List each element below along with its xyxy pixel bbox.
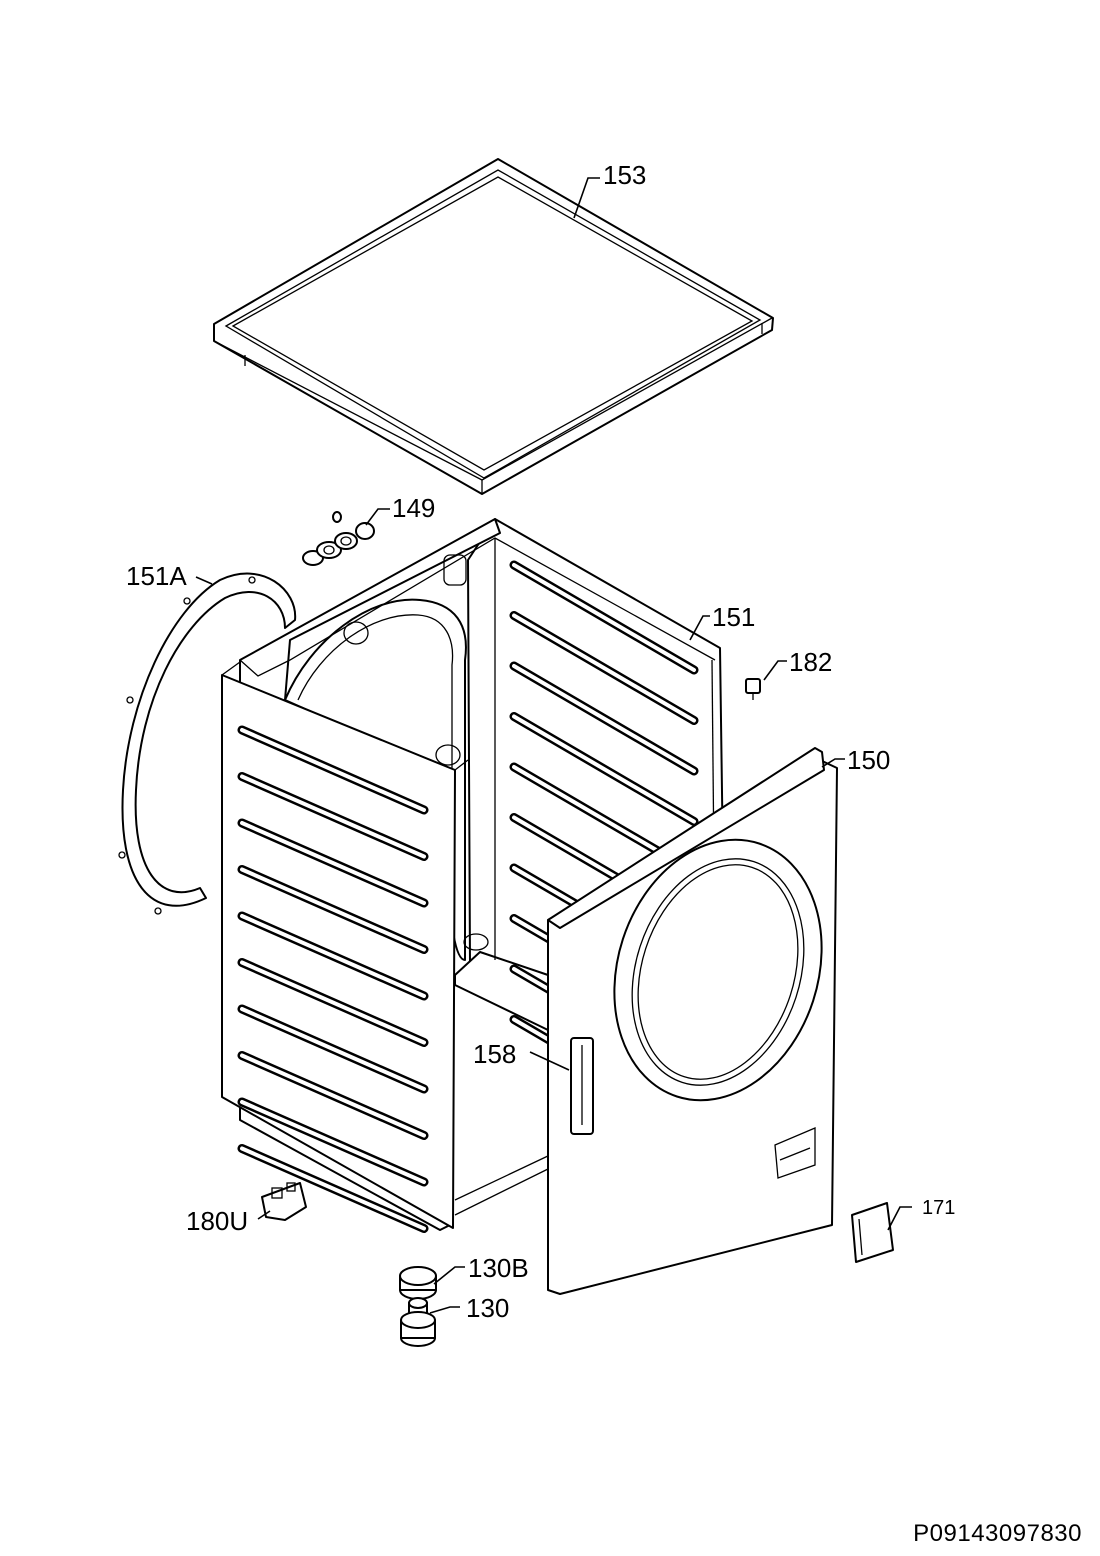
door-gasket-part-151A [118,572,297,915]
label-153: 153 [603,160,647,190]
panel-rib-inner [240,728,426,812]
panel-rib-inner [240,867,426,952]
left-panel-ribs [237,725,429,1233]
left-side-panel [221,661,469,1233]
panel-rib-inner [512,613,696,723]
panel-rib-inner [240,1053,426,1138]
panel-rib-inner [240,774,426,859]
leader-lines [195,177,912,1314]
foot-part-130B [399,1266,437,1300]
top-cover-part-153 [213,158,774,495]
panel-rib-inner [512,664,696,773]
label-151: 151 [712,602,756,632]
panel-rib-inner [240,1007,426,1091]
bracket-part-180U [261,1182,307,1221]
panel-rib-inner [240,821,426,905]
panel-rib-inner [240,1146,426,1231]
label-149: 149 [392,493,436,523]
label-130B: 130B [468,1253,529,1283]
label-130: 130 [466,1293,510,1323]
panel-rib-inner [240,914,426,998]
foot-part-130 [400,1297,436,1347]
bearing-kit-part-149 [302,511,375,566]
filter-cover-part-171 [851,1202,894,1263]
label-180U: 180U [186,1206,249,1236]
label-151A: 151A [126,561,187,591]
label-171: 171 [922,1197,956,1219]
panel-rib-inner [240,960,426,1045]
label-182: 182 [789,647,833,677]
label-158: 158 [473,1039,517,1069]
front-panel-part-150 [547,747,838,1295]
hinge-plate-part-158 [570,1037,594,1135]
panel-rib-inner [512,714,696,824]
panel-rib-inner [240,1100,426,1184]
label-150: 150 [847,745,891,775]
drawing-code: P09143097830 [913,1520,1082,1547]
sensor-part-182 [745,678,761,700]
panel-rib-inner [512,563,696,672]
